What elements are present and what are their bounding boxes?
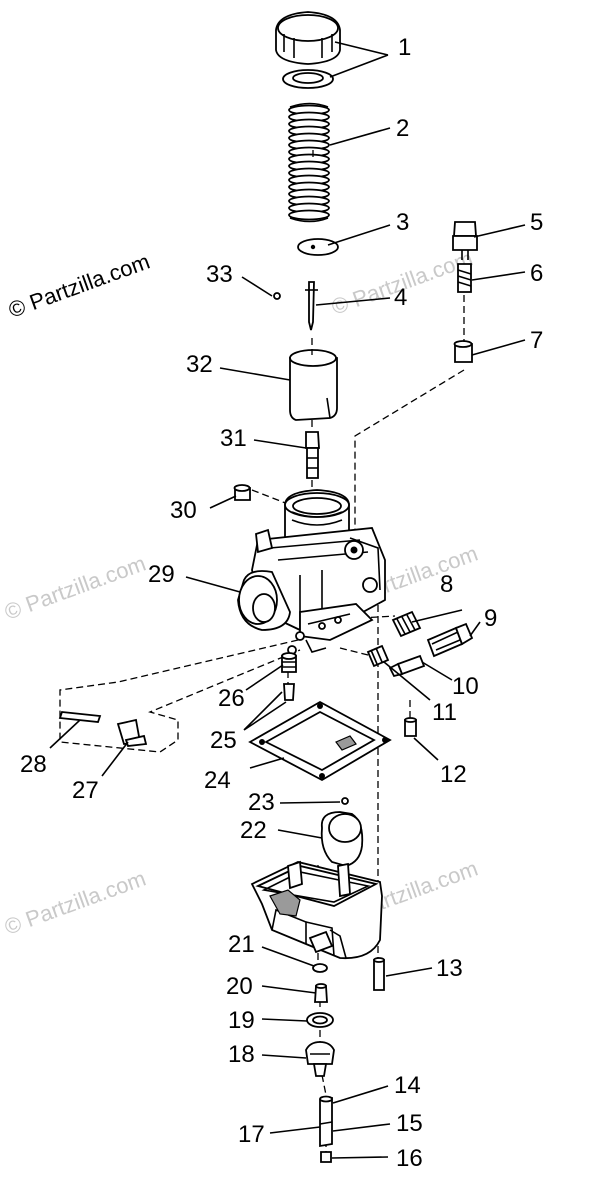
leader-lines bbox=[49, 41, 526, 1159]
cap-16 bbox=[320, 1151, 332, 1163]
idle-screw-spring bbox=[391, 610, 422, 638]
callout-19: 19 bbox=[228, 1007, 255, 1034]
callout-28: 28 bbox=[20, 751, 47, 778]
callout-8: 8 bbox=[440, 571, 453, 598]
callout-18: 18 bbox=[228, 1041, 255, 1068]
callout-3: 3 bbox=[396, 209, 409, 236]
needle-retainer bbox=[297, 238, 339, 256]
throttle-slide bbox=[289, 349, 338, 421]
callout-33: 33 bbox=[206, 261, 233, 288]
callout-20: 20 bbox=[226, 973, 253, 1000]
callout-11: 11 bbox=[432, 699, 457, 726]
float-bowl bbox=[250, 860, 383, 960]
main-jet-holder bbox=[281, 652, 297, 673]
spring-coil bbox=[288, 209, 330, 221]
callout-21: 21 bbox=[228, 931, 255, 958]
adjuster-cap bbox=[453, 340, 473, 363]
callout-27: 27 bbox=[72, 777, 99, 804]
overflow-tube bbox=[319, 1095, 333, 1148]
callout-12: 12 bbox=[440, 761, 467, 788]
watermark-primary: © Partzilla.com bbox=[5, 249, 153, 323]
float bbox=[320, 811, 364, 867]
choke-plunger bbox=[58, 711, 148, 747]
adjuster-spring bbox=[457, 263, 472, 293]
callout-9: 9 bbox=[484, 605, 497, 632]
float-pin bbox=[341, 797, 349, 805]
carburetor-body bbox=[237, 489, 386, 655]
nut-21 bbox=[312, 963, 328, 973]
callout-15: 15 bbox=[396, 1110, 423, 1137]
callout-5: 5 bbox=[530, 209, 543, 236]
washer-19 bbox=[306, 1012, 334, 1028]
cap-assembly bbox=[275, 11, 341, 89]
watermark-mid-left: © Partzilla.com bbox=[1, 551, 149, 625]
callout-29: 29 bbox=[148, 561, 175, 588]
jet-needle bbox=[305, 281, 318, 331]
callout-23: 23 bbox=[248, 789, 275, 816]
drain-screw bbox=[404, 717, 417, 737]
plug-30 bbox=[233, 484, 251, 501]
cable-adjuster bbox=[452, 221, 478, 260]
main-jet bbox=[283, 683, 295, 701]
callout-31: 31 bbox=[220, 425, 247, 452]
drain-plug-18 bbox=[305, 1041, 335, 1077]
callout-17: 17 bbox=[238, 1121, 265, 1148]
callout-7: 7 bbox=[530, 327, 543, 354]
callout-32: 32 bbox=[186, 351, 213, 378]
bowl-screw bbox=[373, 957, 385, 991]
callout-2: 2 bbox=[396, 115, 409, 142]
callout-10: 10 bbox=[452, 673, 479, 700]
needle-clip bbox=[273, 292, 281, 300]
callout-labels: 1 2 3 4 5 6 7 8 9 10 11 12 13 14 15 16 1… bbox=[20, 34, 543, 1172]
callout-1: 1 bbox=[398, 34, 411, 61]
pilot-jet-screw bbox=[305, 431, 320, 479]
callout-6: 6 bbox=[530, 260, 543, 287]
slide-spring bbox=[288, 102, 330, 223]
callout-30: 30 bbox=[170, 497, 197, 524]
idle-screw bbox=[426, 622, 474, 658]
float-bowl-gasket bbox=[248, 700, 392, 782]
watermark-low-left: © Partzilla.com bbox=[1, 866, 149, 940]
callout-22: 22 bbox=[240, 817, 267, 844]
callout-13: 13 bbox=[436, 955, 463, 982]
callout-16: 16 bbox=[396, 1145, 423, 1172]
pilot-screw bbox=[388, 654, 426, 678]
jet-20 bbox=[314, 983, 328, 1003]
callout-25: 25 bbox=[210, 727, 237, 754]
callout-4: 4 bbox=[394, 284, 407, 311]
callout-24: 24 bbox=[204, 767, 231, 794]
pilot-screw-spring bbox=[366, 644, 390, 668]
callout-26: 26 bbox=[218, 685, 245, 712]
callout-14: 14 bbox=[394, 1072, 421, 1099]
